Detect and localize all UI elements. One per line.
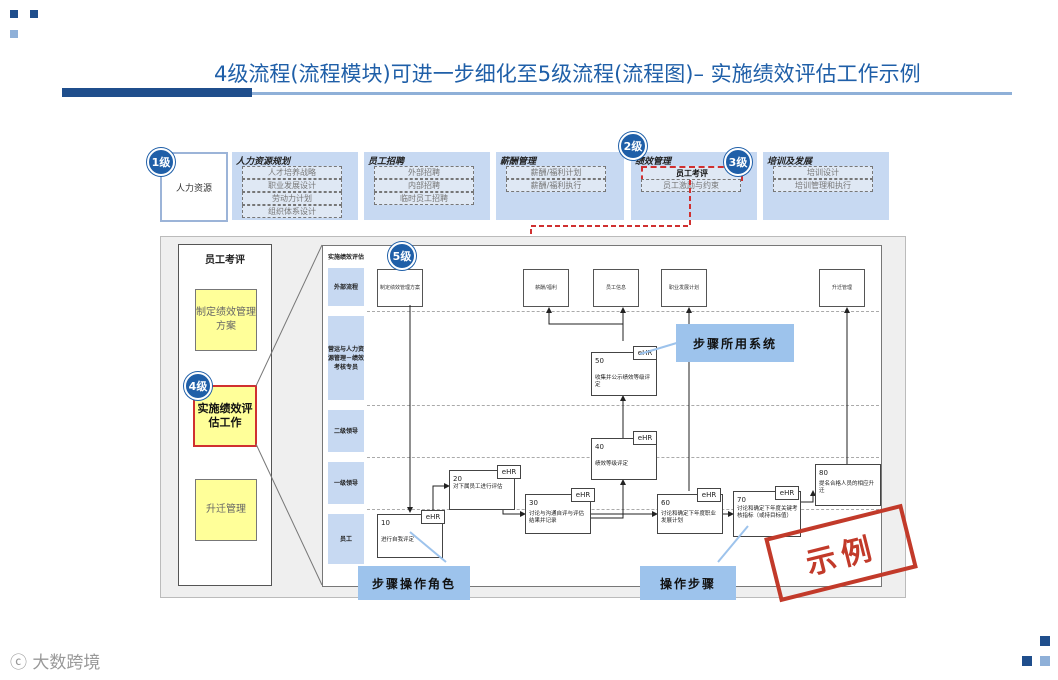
- level5-flowchart: 实施绩效评估 外部流程 营运与人力资源管理－绩效考核专员 二级领导 一级领导 员…: [322, 245, 882, 587]
- step-number: 60: [661, 499, 670, 507]
- page-title: 4级流程(流程模块)可进一步细化至5级流程(流程图)– 实施绩效评估工作示例: [214, 62, 921, 86]
- step-text: 收集并公示绩效等级评定: [595, 375, 651, 388]
- title-underline: [252, 92, 1012, 95]
- level1-label: 人力资源: [175, 183, 212, 194]
- module-item[interactable]: 组织体系设计: [242, 205, 342, 218]
- step-text: 对下属员工进行评估: [453, 484, 503, 490]
- step-text: 提名合格人员的相应升迁: [819, 481, 875, 494]
- external-process[interactable]: 升迁管理: [819, 269, 865, 307]
- module-recruiting[interactable]: 员工招聘 外部招聘 内部招聘 临时员工招聘: [364, 152, 490, 220]
- module-training[interactable]: 培训及发展 培训设计 培训管理和执行: [763, 152, 889, 220]
- flow-step-80[interactable]: 80 提名合格人员的相应升迁: [815, 464, 881, 506]
- module-item[interactable]: 薪酬/福利计划: [506, 166, 606, 179]
- step-text: 讨论和确定下年度职业发展计划: [661, 511, 717, 524]
- flow-step-40[interactable]: 40 绩效等级评定: [591, 438, 657, 480]
- module-title: 员工招聘: [368, 157, 405, 167]
- corner-decoration: [1040, 636, 1050, 646]
- module-compensation[interactable]: 薪酬管理 薪酬/福利计划 薪酬/福利执行: [496, 152, 624, 220]
- ehr-system-tag: eHR: [497, 465, 521, 479]
- corner-decoration: [10, 10, 18, 18]
- module-item[interactable]: 培训设计: [773, 166, 873, 179]
- corner-decoration: [1040, 656, 1050, 666]
- step-number: 50: [595, 357, 604, 365]
- corner-decoration: [30, 10, 38, 18]
- module-item[interactable]: 人才培养战略: [242, 166, 342, 179]
- external-process[interactable]: 薪酬/福利: [523, 269, 569, 307]
- step-number: 30: [529, 499, 538, 507]
- step-number: 40: [595, 443, 604, 451]
- logo-text: 大数跨境: [32, 653, 101, 673]
- step-number: 20: [453, 475, 462, 483]
- level-badge-3: 3级: [724, 148, 752, 176]
- step-number: 10: [381, 519, 390, 527]
- step-number: 80: [819, 469, 828, 477]
- module-item[interactable]: 外部招聘: [374, 166, 474, 179]
- module-item[interactable]: 内部招聘: [374, 179, 474, 192]
- title-underline: [62, 88, 252, 97]
- ehr-system-tag: eHR: [697, 488, 721, 502]
- callout-operation-step: 操作步骤: [640, 566, 736, 600]
- module-item[interactable]: 劳动力计划: [242, 192, 342, 205]
- module-item[interactable]: 临时员工招聘: [374, 192, 474, 205]
- external-process[interactable]: 员工信息: [593, 269, 639, 307]
- step-text: 绩效等级评定: [595, 461, 629, 467]
- logo-icon: ⓒ: [10, 653, 33, 673]
- corner-decoration: [10, 30, 18, 38]
- external-process[interactable]: 职业发展计划: [661, 269, 707, 307]
- step-text: 进行自我评定: [381, 537, 415, 543]
- level-badge-4: 4级: [184, 372, 212, 400]
- ehr-system-tag: eHR: [421, 510, 445, 524]
- lane-label: 员工: [328, 514, 364, 564]
- level4-step-selected[interactable]: 实施绩效评估工作: [193, 385, 257, 447]
- module-item[interactable]: 薪酬/福利执行: [506, 179, 606, 192]
- lane-label: 营运与人力资源管理－绩效考核专员: [328, 316, 364, 400]
- level-badge-2: 2级: [619, 132, 647, 160]
- lane-label: 外部流程: [328, 268, 364, 306]
- flowchart-title: 实施绩效评估: [328, 254, 365, 261]
- corner-decoration: [1022, 656, 1032, 666]
- level4-step[interactable]: 升迁管理: [195, 479, 257, 541]
- level4-step[interactable]: 制定绩效管理方案: [195, 289, 257, 351]
- level4-panel-title: 员工考评: [205, 255, 245, 266]
- module-title: 人力资源规划: [236, 157, 291, 167]
- step-number: 70: [737, 496, 746, 504]
- lane-label: 一级领导: [328, 462, 364, 504]
- ehr-system-tag: eHR: [775, 486, 799, 500]
- step-text: 讨论和确定下年度关键考核指标（或持目标值）: [737, 506, 798, 519]
- module-title: 薪酬管理: [500, 157, 537, 167]
- level4-panel: 员工考评 制定绩效管理方案 实施绩效评估工作 升迁管理: [178, 244, 272, 586]
- module-hr-planning[interactable]: 人力资源规划 人才培养战略 职业发展设计 劳动力计划 组织体系设计: [232, 152, 358, 220]
- brand-logo: ⓒ 大数跨境: [10, 648, 100, 673]
- lane-label: 二级领导: [328, 410, 364, 452]
- ehr-system-tag: eHR: [633, 431, 657, 445]
- ehr-system-tag: eHR: [571, 488, 595, 502]
- callout-step-role: 步骤操作角色: [358, 566, 470, 600]
- module-performance[interactable]: 绩效管理 员工考评 员工激励与约束: [631, 152, 757, 220]
- level-badge-5: 5级: [388, 242, 416, 270]
- step-text: 讨论与沟通自评与评估结果并记录: [529, 511, 585, 524]
- module-item[interactable]: 培训管理和执行: [773, 179, 873, 192]
- module-title: 绩效管理: [635, 157, 672, 167]
- module-item[interactable]: 职业发展设计: [242, 179, 342, 192]
- level-badge-1: 1级: [147, 148, 175, 176]
- module-title: 培训及发展: [767, 157, 813, 167]
- callout-step-system: 步骤所用系统: [676, 324, 794, 362]
